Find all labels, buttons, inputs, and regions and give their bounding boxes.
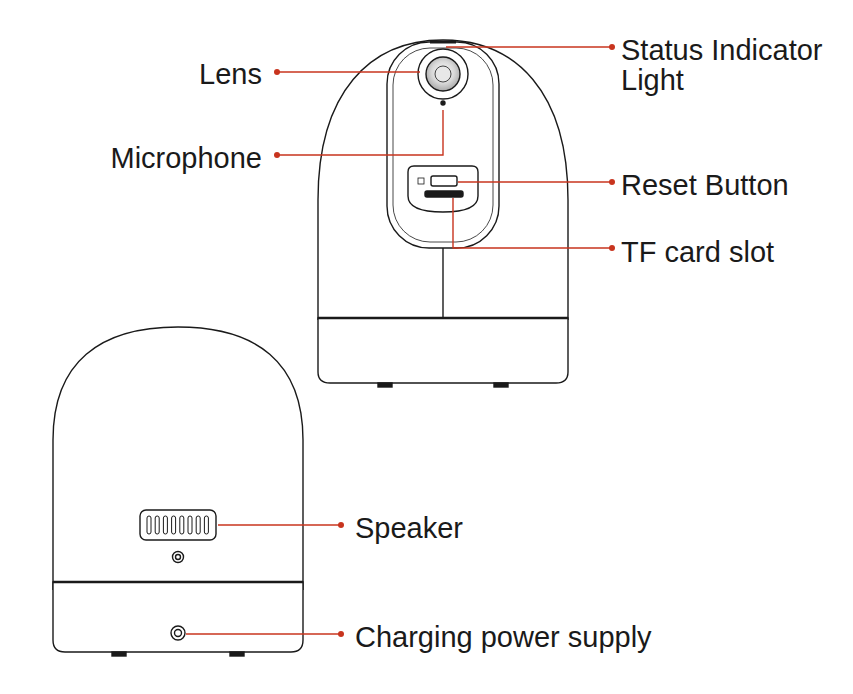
part-label: Speaker xyxy=(355,513,463,543)
status-light xyxy=(430,41,456,44)
speaker-grille xyxy=(140,510,216,540)
lens-ring xyxy=(418,49,468,99)
leader-dot xyxy=(274,152,280,158)
speaker-slot xyxy=(188,516,192,534)
foot xyxy=(112,652,126,656)
foot xyxy=(494,383,508,387)
speaker-slot xyxy=(196,516,200,534)
base-seam xyxy=(53,581,303,584)
reset-icon xyxy=(418,178,424,184)
speaker-slots xyxy=(147,516,208,534)
back-base xyxy=(53,582,303,652)
leader-dot xyxy=(274,69,280,75)
head-seam xyxy=(442,248,443,318)
part-label: TF card slot xyxy=(621,237,774,267)
lens-glass xyxy=(426,57,460,91)
speaker-slot xyxy=(147,516,151,534)
leader-line xyxy=(218,524,341,525)
leader-dot xyxy=(338,631,344,637)
leader-lines xyxy=(186,47,612,634)
charging-port-inner xyxy=(175,630,182,637)
back-hole-inner xyxy=(176,555,181,560)
reset-button xyxy=(431,176,457,186)
speaker-slot xyxy=(155,516,159,534)
microphone-hole xyxy=(441,101,445,105)
charging-port xyxy=(171,626,185,640)
leader-line xyxy=(186,633,341,634)
speaker-slot xyxy=(204,516,208,534)
part-label: Charging power supply xyxy=(355,622,652,652)
speaker-slot xyxy=(180,516,184,534)
leader-dot xyxy=(609,179,615,185)
part-label: Lens xyxy=(199,59,262,89)
lens-core xyxy=(435,66,451,82)
foot xyxy=(378,383,392,387)
slot-recess xyxy=(408,166,478,212)
leader-dot xyxy=(609,44,615,50)
leader-dots xyxy=(274,44,615,637)
speaker-slot xyxy=(172,516,176,534)
speaker-slot xyxy=(163,516,167,534)
part-label: Status Indicator Light xyxy=(621,35,849,95)
part-label: Microphone xyxy=(110,143,262,173)
leader-line xyxy=(453,198,612,248)
leader-dot xyxy=(609,245,615,251)
tf-card-slot xyxy=(425,191,463,197)
back-hole xyxy=(173,552,184,563)
front-shell xyxy=(318,40,568,320)
leader-line xyxy=(277,110,443,155)
leader-line xyxy=(277,71,420,72)
leader-dot xyxy=(338,522,344,528)
leader-line xyxy=(446,46,612,47)
front-base xyxy=(318,318,568,383)
foot xyxy=(230,652,244,656)
back-shell xyxy=(53,327,303,590)
part-label: Reset Button xyxy=(621,170,789,200)
leader-line xyxy=(458,181,612,182)
